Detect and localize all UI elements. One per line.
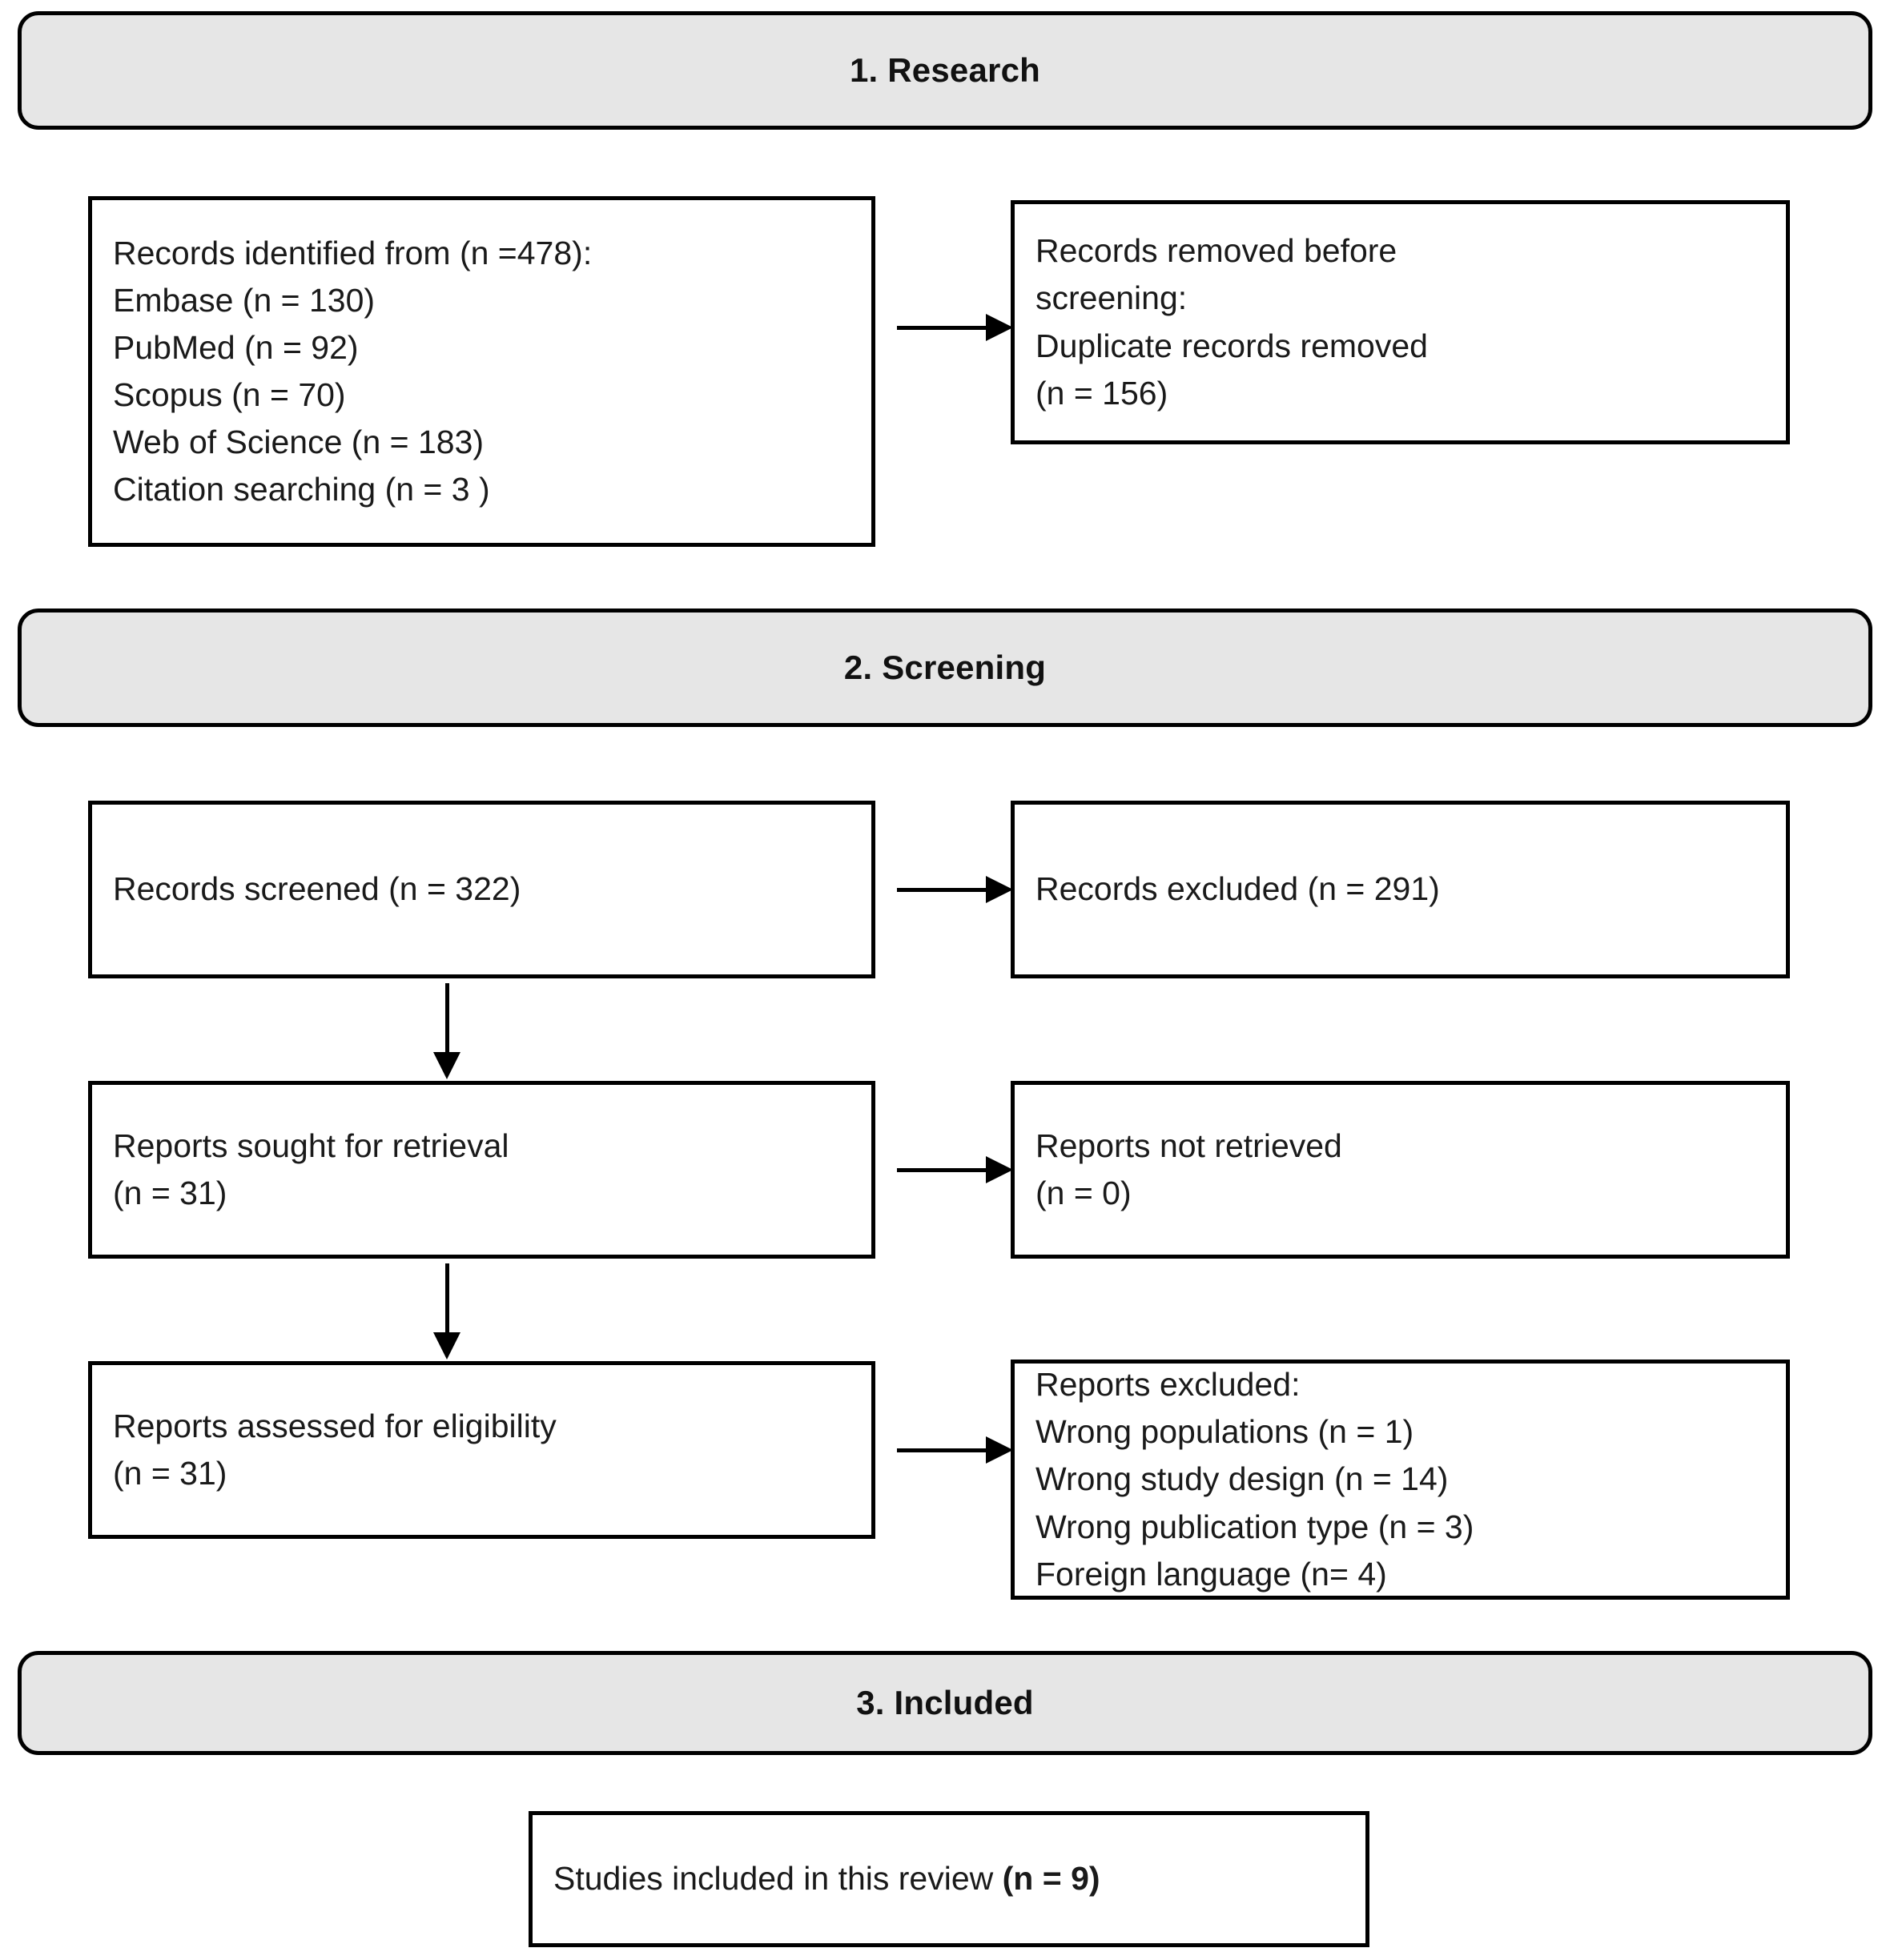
- box-records-removed-line-2: screening:: [1035, 279, 1188, 317]
- stage-banner-research: 1. Research: [18, 11, 1872, 130]
- arrow-shaft: [444, 983, 449, 1053]
- box-reports-excluded: Reports excluded: Wrong populations (n =…: [1011, 1360, 1790, 1600]
- arrow-screened-to-sought: [431, 983, 463, 1079]
- box-reports-sought-for-retrieval: Reports sought for retrieval (n = 31): [88, 1081, 875, 1259]
- box-records-excluded-line-1: Records excluded (n = 291): [1035, 870, 1440, 908]
- stage-banner-screening-label: 2. Screening: [843, 648, 1047, 686]
- box-records-removed-before-screening: Records removed before screening: Duplic…: [1011, 200, 1790, 444]
- arrow-sought-to-not-retrieved: [897, 1154, 1013, 1186]
- box-reports-excluded-line-4: Wrong publication type (n = 3): [1035, 1508, 1474, 1545]
- box-records-removed-line-3: Duplicate records removed: [1035, 327, 1428, 364]
- arrow-assessed-to-reports-excluded: [897, 1434, 1013, 1466]
- arrow-shaft: [897, 1167, 987, 1172]
- box-records-screened: Records screened (n = 322): [88, 801, 875, 978]
- box-reports-assessed-line-1: Reports assessed for eligibility: [113, 1407, 557, 1444]
- arrow-identification-to-removed: [897, 311, 1013, 343]
- box-reports-excluded-line-3: Wrong study design (n = 14): [1035, 1460, 1449, 1498]
- box-records-removed-line-4: (n = 156): [1035, 374, 1168, 412]
- arrow-head: [986, 1436, 1013, 1464]
- box-studies-included: Studies included in this review (n = 9): [529, 1811, 1369, 1947]
- box-reports-assessed-line-2: (n = 31): [113, 1455, 227, 1492]
- box-records-identified-line-1: Records identified from (n =478):: [113, 234, 593, 271]
- box-records-removed-line-1: Records removed before: [1035, 232, 1397, 270]
- box-studies-included-line-1: Studies included in this review (n = 9): [553, 1855, 1345, 1902]
- box-reports-not-retrieved: Reports not retrieved (n = 0): [1011, 1081, 1790, 1259]
- arrow-sought-to-assessed: [431, 1263, 463, 1360]
- box-reports-sought-line-1: Reports sought for retrieval: [113, 1127, 509, 1164]
- box-records-identified-line-4: Scopus (n = 70): [113, 376, 346, 413]
- box-reports-not-retrieved-line-1: Reports not retrieved: [1035, 1127, 1342, 1164]
- stage-banner-included-label: 3. Included: [856, 1683, 1034, 1721]
- arrow-shaft: [444, 1263, 449, 1333]
- box-reports-assessed-for-eligibility: Reports assessed for eligibility (n = 31…: [88, 1361, 875, 1539]
- arrow-head: [433, 1052, 460, 1079]
- box-records-identified-line-3: PubMed (n = 92): [113, 328, 359, 366]
- box-records-screened-line-1: Records screened (n = 322): [113, 870, 521, 908]
- box-records-identified: Records identified from (n =478): Embase…: [88, 196, 875, 547]
- box-records-identified-line-6: Citation searching (n = 3 ): [113, 471, 490, 508]
- stage-banner-screening: 2. Screening: [18, 608, 1872, 727]
- box-reports-not-retrieved-line-2: (n = 0): [1035, 1175, 1132, 1211]
- arrow-shaft: [897, 325, 987, 330]
- arrow-screened-to-excluded: [897, 874, 1013, 906]
- stage-banner-research-label: 1. Research: [849, 50, 1041, 89]
- arrow-head: [433, 1332, 460, 1360]
- stage-banner-included: 3. Included: [18, 1651, 1872, 1755]
- box-reports-excluded-line-1: Reports excluded:: [1035, 1366, 1301, 1404]
- box-records-identified-line-5: Web of Science (n = 183): [113, 424, 485, 461]
- arrow-head: [986, 314, 1013, 341]
- arrow-shaft: [897, 1448, 987, 1452]
- studies-included-count: (n = 9): [1002, 1860, 1100, 1898]
- arrow-head: [986, 1156, 1013, 1183]
- box-records-excluded: Records excluded (n = 291): [1011, 801, 1790, 978]
- box-reports-excluded-line-5: Foreign language (n= 4): [1035, 1555, 1387, 1592]
- arrow-shaft: [897, 887, 987, 892]
- box-records-identified-line-2: Embase (n = 130): [113, 281, 376, 319]
- studies-included-prefix: Studies included in this review: [553, 1860, 1003, 1898]
- arrow-head: [986, 876, 1013, 903]
- box-reports-excluded-line-2: Wrong populations (n = 1): [1035, 1413, 1414, 1451]
- box-reports-sought-line-2: (n = 31): [113, 1175, 227, 1211]
